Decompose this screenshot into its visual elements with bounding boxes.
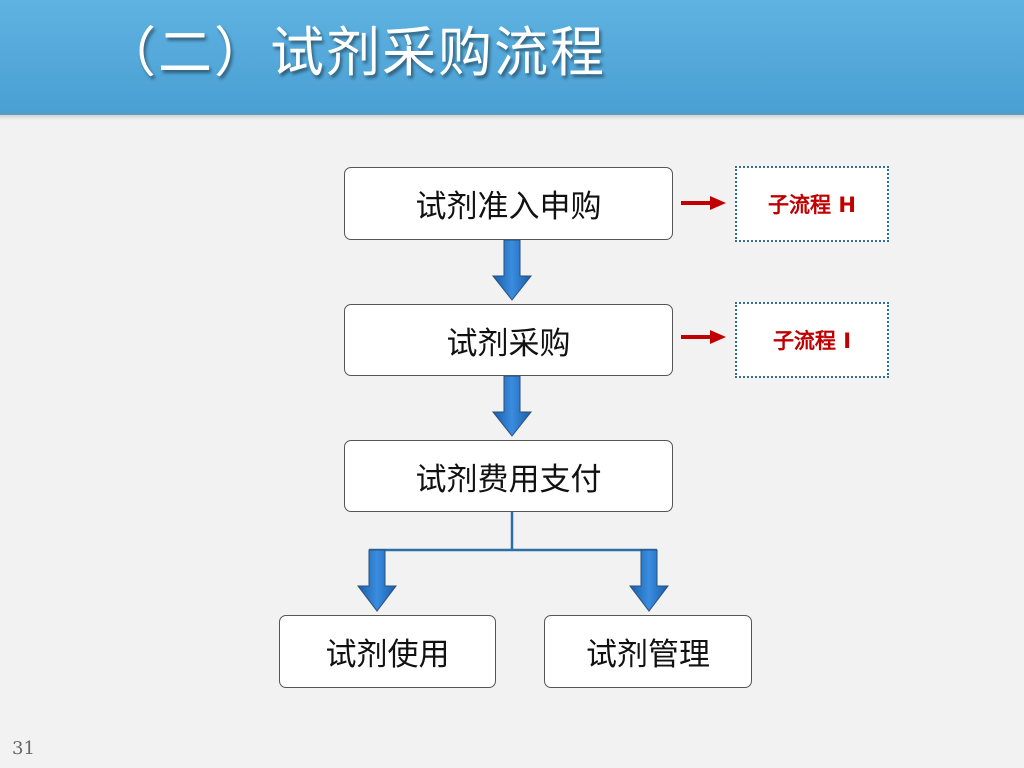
page-number: 31 [12,738,35,759]
slide-title: （二）试剂采购流程 [102,21,606,84]
red-arrow-h [681,196,726,210]
step-purchase-box: 试剂采购 [344,304,673,376]
down-arrow-2 [491,375,533,437]
down-arrow-manage [628,549,670,612]
step-use-box: 试剂使用 [279,615,496,688]
subflow-i-box: 子流程 I [735,302,889,378]
down-arrow-1 [491,239,533,301]
red-arrow-i [681,330,726,344]
down-arrow-use [356,549,398,612]
title-bar: （二）试剂采购流程 [0,0,1024,120]
step-apply-box: 试剂准入申购 [344,167,673,240]
step-manage-box: 试剂管理 [544,615,752,688]
subflow-h-box: 子流程 H [735,166,889,242]
step-payment-box: 试剂费用支付 [344,440,673,512]
